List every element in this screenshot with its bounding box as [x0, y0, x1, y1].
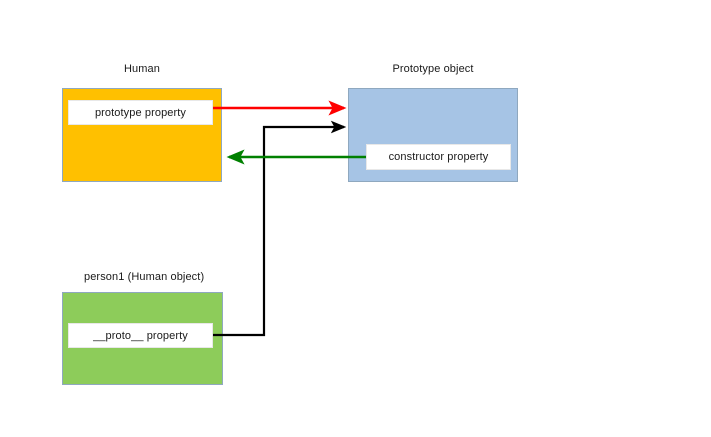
human-prototype-property-label: prototype property [68, 100, 213, 125]
black-arrow-proto-to-prototype-object [213, 120, 347, 337]
prototype-object-constructor-property-label: constructor property [366, 144, 511, 170]
person1-box-caption: person1 (Human object) [84, 271, 205, 283]
person1-proto-property-label: __proto__ property [68, 323, 213, 348]
human-box-caption: Human [124, 63, 160, 75]
prototype-object-box-caption: Prototype object [392, 63, 474, 75]
